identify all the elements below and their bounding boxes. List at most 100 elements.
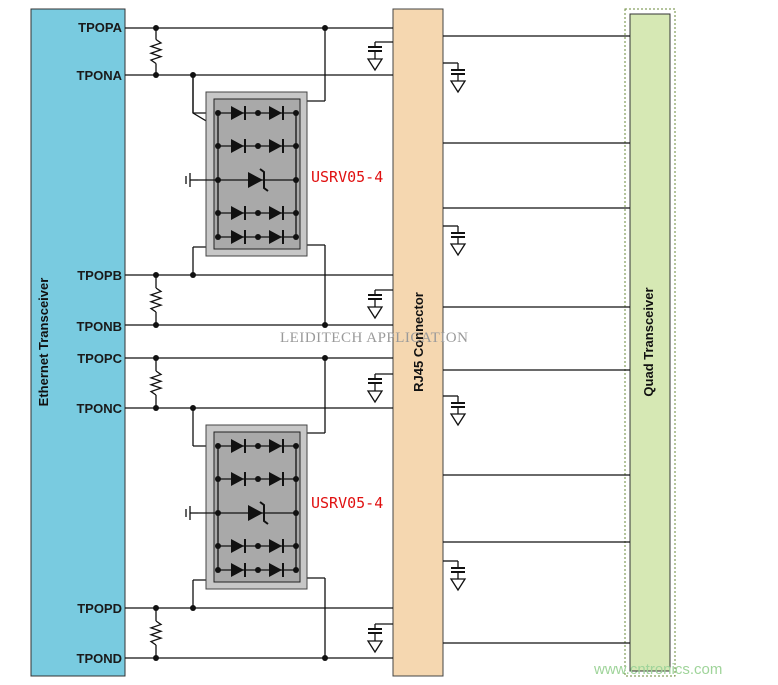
ground-icon <box>449 243 467 257</box>
junction-dot <box>190 272 196 278</box>
pin-label-tponc: TPONC <box>77 401 123 416</box>
ground-symbol <box>366 58 384 72</box>
ground-icon <box>449 80 467 94</box>
junction-dot <box>215 476 221 482</box>
diode-body <box>231 563 244 577</box>
site-watermark: www.cntronics.com <box>593 661 722 678</box>
junction-dot <box>215 443 221 449</box>
ground-symbol <box>366 390 384 404</box>
diode-body <box>269 139 282 153</box>
junction-dot <box>255 443 261 449</box>
ground-icon <box>449 578 467 592</box>
junction-dot <box>153 405 159 411</box>
junction-dot <box>215 210 221 216</box>
junction-dot <box>322 25 328 31</box>
junction-dot <box>190 405 196 411</box>
junction-dot <box>255 210 261 216</box>
ground-symbol <box>449 80 467 94</box>
diode-body <box>231 439 244 453</box>
tvs-diode-icon <box>231 539 246 553</box>
tvs-diode-icon <box>231 472 246 486</box>
tvs-diode-icon <box>269 230 284 244</box>
tvs-part-label-top: USRV05-4 <box>311 168 383 186</box>
junction-dot <box>293 234 299 240</box>
diode-body <box>231 139 244 153</box>
ground-symbol <box>449 578 467 592</box>
junction-dot <box>293 476 299 482</box>
diode-body <box>231 539 244 553</box>
quad-transceiver-title: Quad Transceiver <box>641 287 656 396</box>
zener-diode-icon <box>248 168 269 192</box>
diode-body <box>269 106 282 120</box>
tvs-diode-icon <box>269 439 284 453</box>
junction-dot <box>215 543 221 549</box>
capacitor-icon <box>443 395 465 414</box>
tvs-diode-icon <box>269 139 284 153</box>
ground-icon <box>366 390 384 404</box>
ground-icon <box>366 58 384 72</box>
rj45-connector-title: RJ45 Connector <box>411 292 426 392</box>
tvs-diode-icon <box>269 106 284 120</box>
tvs-diode-icon <box>269 539 284 553</box>
watermark-text: LEIDITECH APPLICATION <box>280 330 468 346</box>
junction-dot <box>255 234 261 240</box>
pin-label-tpopc: TPOPC <box>77 351 122 366</box>
junction-dot <box>255 110 261 116</box>
tvs-diode-icon <box>231 106 246 120</box>
quad-transceiver-outline <box>624 8 676 677</box>
diode-body <box>248 505 263 521</box>
junction-dot <box>255 476 261 482</box>
junction-dot <box>255 567 261 573</box>
junction-dot <box>293 210 299 216</box>
diode-body <box>248 172 263 188</box>
diode-body <box>269 230 282 244</box>
pin-label-tponb: TPONB <box>77 319 123 334</box>
junction-dot <box>255 143 261 149</box>
junction-dot <box>293 510 299 516</box>
ground-symbol <box>366 306 384 320</box>
junction-dot <box>215 177 221 183</box>
ground-icon <box>366 306 384 320</box>
zener-diode-icon <box>248 501 269 525</box>
diode-body <box>231 472 244 486</box>
resistor-zigzag <box>148 38 164 65</box>
ground-icon <box>449 413 467 427</box>
pin-label-tpopa: TPOPA <box>78 20 122 35</box>
diode-body <box>269 563 282 577</box>
tvs-array <box>185 424 308 590</box>
diode-body <box>231 230 244 244</box>
junction-dot <box>153 655 159 661</box>
resistor-zigzag <box>148 370 164 396</box>
diode-body <box>269 206 282 220</box>
tvs-diode-icon <box>231 439 246 453</box>
junction-dot <box>190 72 196 78</box>
tvs-diode-icon <box>231 139 246 153</box>
junction-dot <box>215 110 221 116</box>
zener-cathode <box>259 168 269 192</box>
tvs-diode-icon <box>231 563 246 577</box>
pin-label-tpopb: TPOPB <box>77 268 122 283</box>
capacitor-icon <box>443 560 465 579</box>
junction-dot <box>293 177 299 183</box>
junction-dot <box>293 443 299 449</box>
tvs-diode-icon <box>231 206 246 220</box>
quad-transceiver-block <box>629 13 671 672</box>
junction-dot <box>153 605 159 611</box>
resistor-zigzag <box>148 287 164 313</box>
junction-dot <box>322 355 328 361</box>
junction-dot <box>293 567 299 573</box>
tvs-diode-icon <box>231 230 246 244</box>
junction-dot <box>215 143 221 149</box>
capacitor-icon <box>368 41 393 59</box>
capacitor-icon <box>443 225 465 244</box>
ground-symbol <box>449 413 467 427</box>
capacitor-icon <box>443 62 465 81</box>
zener-cathode <box>259 501 269 525</box>
tvs-diode-icon <box>269 206 284 220</box>
junction-dot <box>293 110 299 116</box>
pin-label-tpond: TPOND <box>77 651 123 666</box>
tvs-array-body <box>213 98 301 250</box>
capacitor-icon <box>368 623 393 641</box>
junction-dot <box>322 322 328 328</box>
